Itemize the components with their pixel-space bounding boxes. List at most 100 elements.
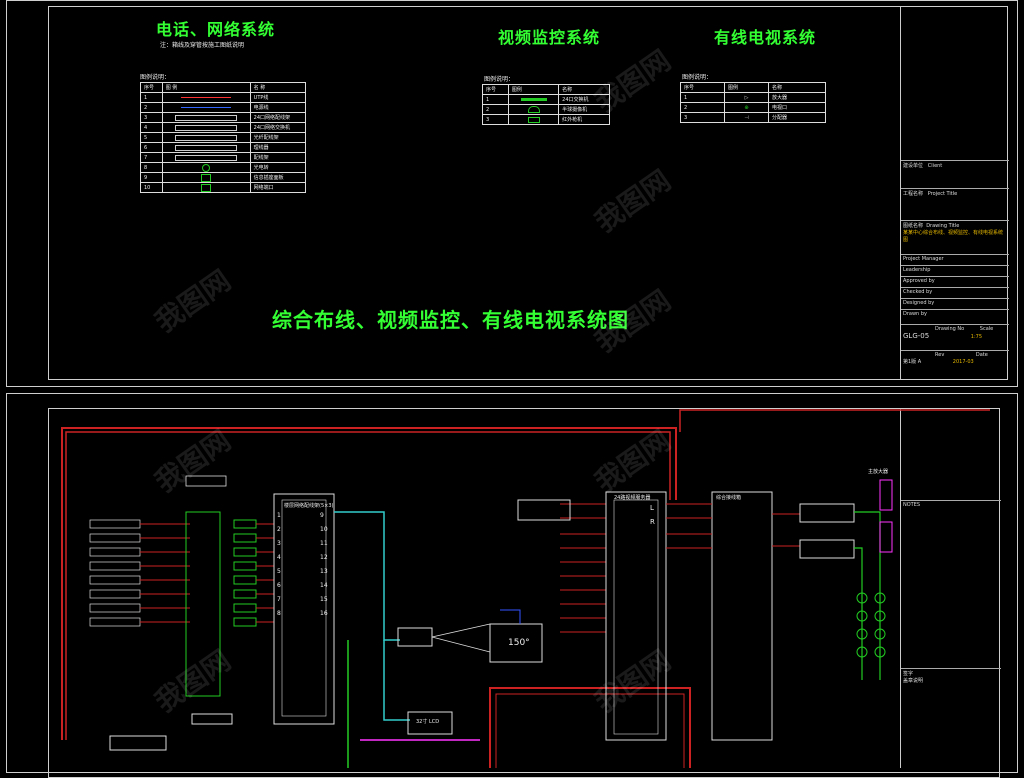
rack-number: 2 [277,526,281,533]
tb-value: 2017-03 [952,359,974,365]
title-block: 建设单位 Client 工程名称 Project Title 图纸名称 Draw… [900,6,1009,380]
wireless-box [517,499,571,521]
speaker-box [879,521,893,553]
legend-name: 分配器 [768,112,826,123]
central-rack [273,493,335,725]
tb-value: 第1版 A [903,359,922,365]
outlet-rows [89,519,190,627]
top-inner-frame [48,6,1008,380]
tb-project: 工程名称 Project Title [901,188,1009,218]
rack-number: 13 [320,568,328,575]
right-links [666,503,800,549]
tb-label: 建设单位 [903,163,924,169]
monitor-label: 32寸 LCD [416,719,440,725]
tb-value: Project Title [927,191,958,197]
tb-row: Designed by [901,298,1009,307]
rack-mid-label: 24路视频服务器 [614,495,651,501]
rack-left-label: 楼层网络配线架(5×3) [284,503,334,509]
tb-value: 1:75 [970,334,983,340]
screen-box [489,623,543,663]
rack-number: 3 [277,540,281,547]
tb-row: Checked by [901,287,1009,296]
cctv-title: 视频监控系统 [498,28,601,47]
screen-angle: 150° [508,638,530,648]
tb-label: 图纸名称 [903,223,924,229]
bottom-module [109,735,167,751]
amplifier-box [799,539,855,559]
tb-rev: Rev Date 第1版 A 2017-03 [901,350,1009,376]
tb-label: Drawing No [935,326,965,332]
red-wire [679,409,990,432]
tb-row: Approved by [901,276,1009,285]
legend-catv-table: 序号图例名称 1▷放大器 2⊕电视口 3⊣分配器 [679,82,826,123]
main-title: 综合布线、视频监控、有线电视系统图 [272,308,629,332]
telecom-title: 电话、网络系统 [156,20,276,39]
tb-desc: 某某中心综合布线、视频监控、有线电视系统图 [903,230,1004,243]
tb-value: Client [927,163,943,169]
blue-wire [500,609,521,624]
port-r: R [650,518,655,526]
monitor-icon [407,711,453,735]
tb-label: Scale [979,326,994,332]
view-cone [431,623,491,653]
rack-number: 11 [320,540,328,547]
legend-name: 红外枪机 [558,114,610,125]
port-l: L [650,504,654,512]
rack-number: 6 [277,582,281,589]
mid-panel [605,491,667,741]
tb-row: Project Manager [901,254,1009,263]
green-wire [854,511,881,680]
video-line [383,640,410,721]
stamp: 签字盖章说明 [901,668,1001,688]
tb-client: 建设单位 Client [901,160,1009,186]
catv-title: 有线电视系统 [714,28,817,47]
rack-number: 16 [320,610,328,617]
speaker-box [879,479,893,511]
red-wire [495,693,685,768]
rack-number: 8 [277,610,281,617]
top-sheet [6,0,1018,387]
bottom-title-block: NOTES 签字盖章说明 [900,408,1001,768]
amp-label: 主放大器 [868,469,889,475]
legend-catv-caption: 图例说明： [682,74,713,81]
telecom-note: 注：箱线及穿管按施工图纸说明 [160,42,245,49]
red-wire [489,687,691,768]
legend-no: 3 [679,112,726,123]
tv-outlets [856,592,886,658]
rack-number: 10 [320,526,328,533]
rack-number: 7 [277,596,281,603]
seal-label: 盖章说明 [903,678,924,684]
fiber-box [185,475,227,487]
tb-value: Drawing Title [926,223,960,229]
tb-label: Date [975,352,988,358]
right-panel [711,491,773,741]
legend-cctv-caption: 图例说明： [484,76,515,83]
green-wire [854,547,863,680]
rack-number: 5 [277,568,281,575]
splitter-icon: ⊣ [724,112,770,123]
rack-number: 4 [277,554,281,561]
tb-label: 工程名称 [903,191,924,197]
rack-number: 14 [320,582,328,589]
red-wire [61,427,677,740]
red-wire [65,431,671,740]
mid-input-lines [560,503,606,633]
legend-name: 网络端口 [249,182,307,193]
switch-modules [233,519,274,627]
tb-value: GLG-05 [903,332,930,340]
camera-icon [397,627,433,647]
tb-label: Rev [935,352,945,358]
video-line [334,511,400,641]
legend-symbol [507,114,560,125]
rack-number: 9 [320,512,324,519]
amplifier-box [799,503,855,523]
notes: NOTES [901,500,1001,520]
tb-row: Leadership [901,265,1009,274]
tb-row: Drawn by [901,309,1009,318]
legend-telecom-caption: 图例说明： [140,74,171,81]
